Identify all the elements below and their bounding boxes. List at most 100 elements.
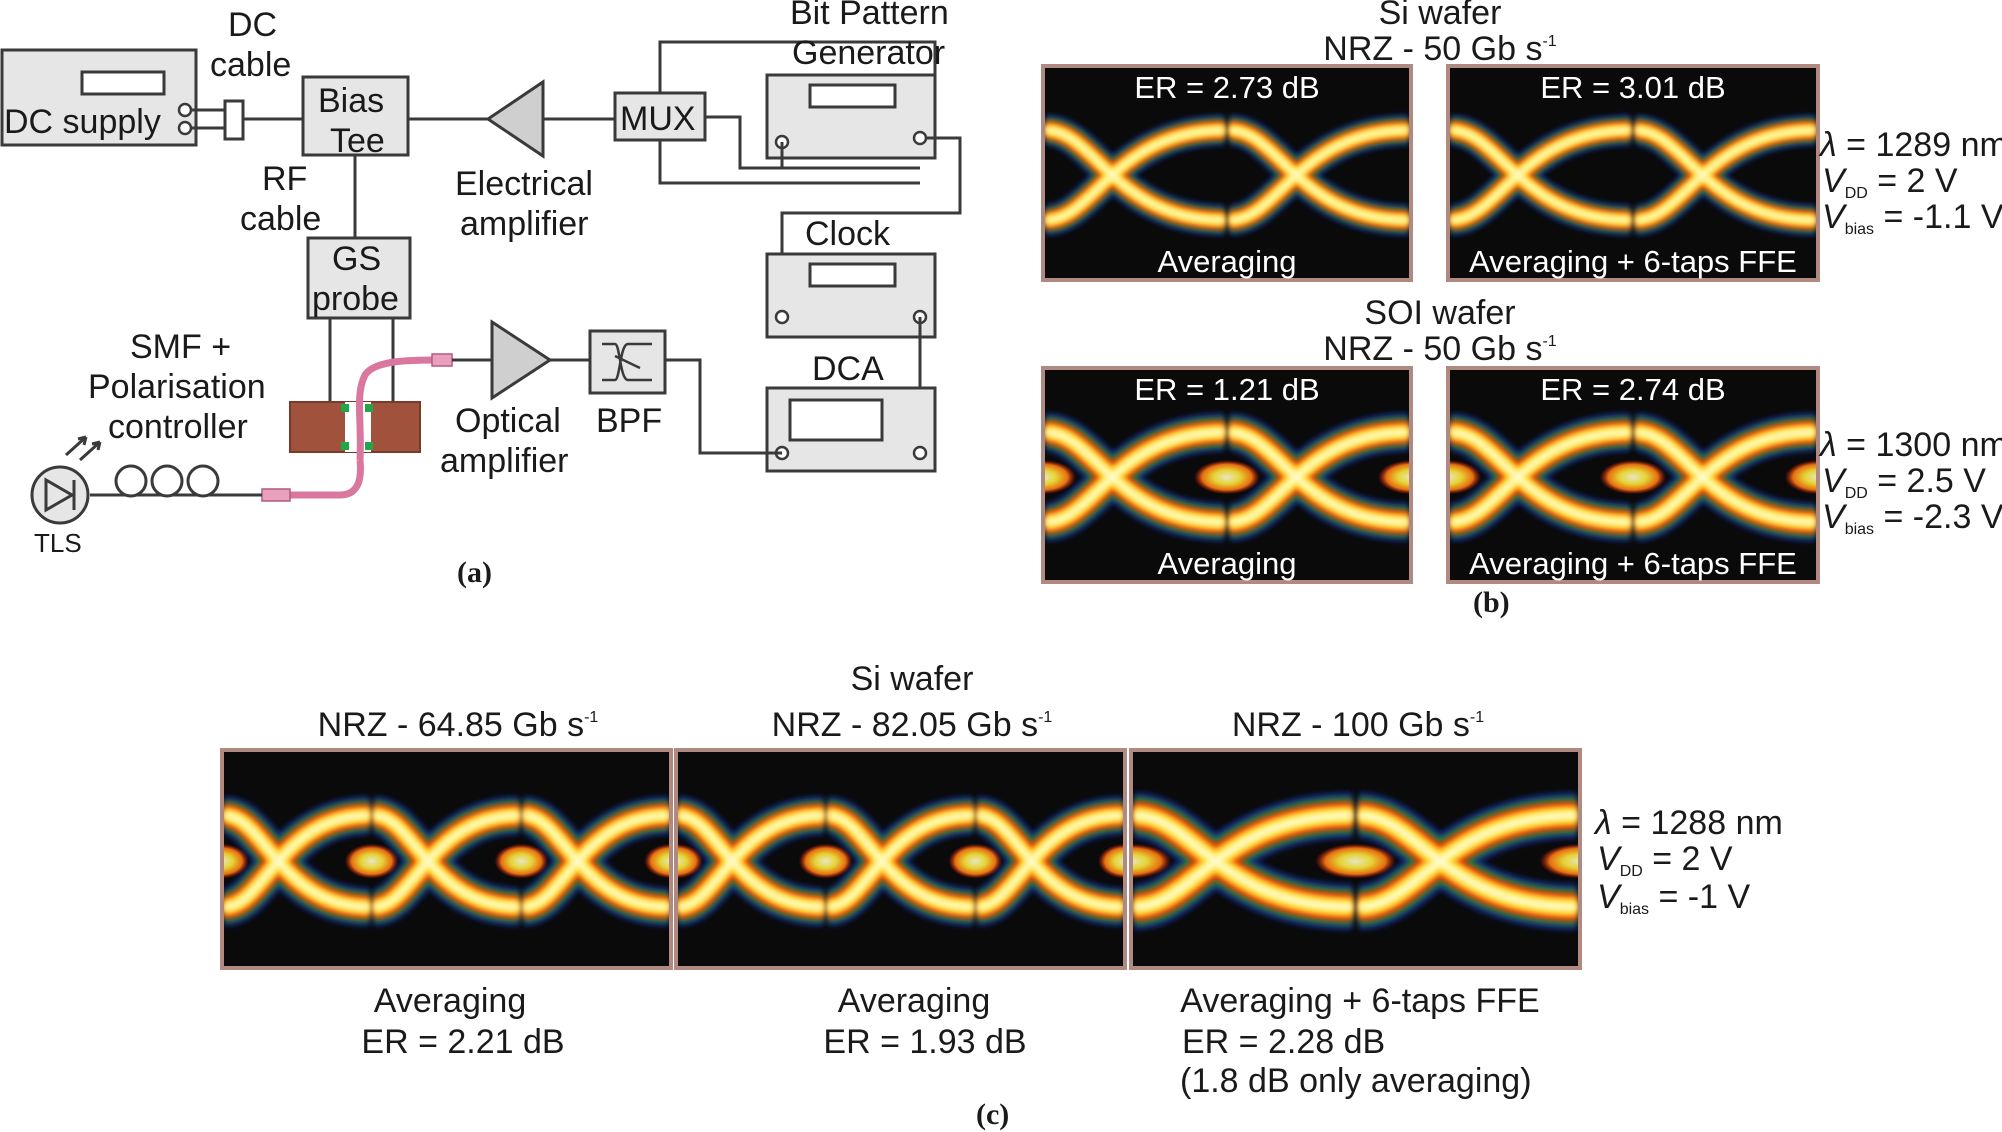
chip-pad-3 [341,442,349,450]
svg-text:Vbias = -2.3 V: Vbias = -2.3 V [1822,498,2002,538]
bias-tee-box [301,75,410,157]
svg-text:λ = 1289 nm: λ = 1289 nm [1818,126,2002,164]
dc-cable-label-1: DC [228,6,277,44]
polarisation-loop-1 [114,464,148,498]
bpf-to-dca-wire [665,358,782,455]
panel-c-eye-diagrams: Si wafer NRZ - 64.85 Gb s-1 NRZ - 82.05 … [220,660,1783,1131]
dc-terminal-2 [177,120,193,136]
dc-cable-connector [223,99,245,141]
panel-c-note-3: (1.8 dB only averaging) [1180,1062,1532,1100]
mux-right-link [705,115,920,170]
panel-c-rate-3: NRZ - 100 Gb s-1 [1232,706,1484,744]
gs-probe-label-1: GS [332,240,381,278]
eye-diagram-100g [1129,748,1582,970]
svg-text:Vbias = -1 V: Vbias = -1 V [1597,878,1750,918]
mux-label: MUX [620,100,696,138]
eye-diagram-soi-ffe: ER = 2.74 dB Averaging + 6-taps FFE [1446,366,1820,584]
eye-er-label: ER = 3.01 dB [1540,70,1725,105]
eye-er-label: ER = 1.21 dB [1134,372,1319,407]
bpg-label-2: Generator [792,34,945,72]
panel-b-row2-rate: NRZ - 50 Gb s-1 [1323,330,1557,368]
electrical-amp-label-1: Electrical [455,165,593,203]
dca-port-2 [912,445,928,461]
svg-text:λ = 1300 nm: λ = 1300 nm [1818,426,2002,464]
optical-amp-label-1: Optical [455,402,561,440]
smf-label-1: SMF + [130,328,231,366]
polarisation-loop-3 [186,464,220,498]
panel-c-params: λ = 1288 nm VDD = 2 V Vbias = -1 V [1593,804,1783,918]
eye-diagram-82g [674,748,1127,970]
eye-er-label: ER = 2.73 dB [1134,70,1319,105]
dc-cable-wires [191,108,225,130]
smf-label-3: controller [108,408,248,446]
dc-supply-box: DC supply [0,48,198,147]
bpf-label: BPF [596,402,662,440]
bpg-display [808,83,897,109]
dc-terminal-1 [177,102,193,118]
panel-b-row2-params: λ = 1300 nm VDD = 2.5 V Vbias = -2.3 V [1818,426,2002,538]
tls-label: TLS [34,528,82,558]
output-fiber-connector [431,353,453,367]
chip-pad-1 [341,404,349,412]
panel-c-rate-1: NRZ - 64.85 Gb s-1 [318,706,599,744]
eye-er-label: ER = 2.74 dB [1540,372,1725,407]
panel-c-rate-2: NRZ - 82.05 Gb s-1 [772,706,1053,744]
eye-method-label: Averaging [1157,546,1296,581]
tls-laser-icon [30,435,102,525]
panel-b-row1-rate: NRZ - 50 Gb s-1 [1323,30,1557,68]
svg-text:VDD = 2.5 V: VDD = 2.5 V [1822,462,1986,502]
input-fiber-bend [290,459,364,499]
bpg-to-clock-wire [780,136,962,317]
gs-probe-box [306,236,412,320]
eye-frame [1129,748,1582,970]
chip-pad-4 [365,442,373,450]
bpg-label-1: Bit Pattern [790,0,949,32]
eye-diagram-soi-avg: ER = 1.21 dB Averaging [1041,366,1413,584]
svg-text:Vbias = -1.1 V: Vbias = -1.1 V [1822,198,2002,238]
eye-frame [674,748,1127,970]
panel-b-row1-wafer: Si wafer [1379,0,1502,32]
panel-c-tag: (c) [976,1098,1009,1131]
chip-pad-2 [365,404,373,412]
eye-diagram-si-avg: ER = 2.73 dB Averaging [1041,64,1413,282]
rf-cable-label-1: RF [262,160,307,198]
panel-b-eye-diagrams: Si wafer NRZ - 50 Gb s-1 ER = 2.73 dB Ave… [1041,0,2002,619]
panel-a-setup-diagram: DC supply DC cable Bias Tee RF cable GS … [0,0,962,589]
dc-cable-label-2: cable [210,46,291,84]
eye-diagram-si-ffe: ER = 3.01 dB Averaging + 6-taps FFE [1446,64,1820,282]
eye-traces [1043,408,1411,547]
eye-method-label: Averaging [1157,244,1296,279]
rf-cable-label-2: cable [240,200,321,238]
electrical-amplifier-icon [485,79,545,159]
clock-label: Clock [805,215,891,253]
eye-method-label: Averaging + 6-taps FFE [1469,546,1797,581]
panel-b-row2-wafer: SOI wafer [1364,294,1515,332]
clock-port-1 [774,309,790,325]
gs-probe-label-2: probe [312,280,399,318]
eye-traces [222,791,671,931]
eye-traces [1131,786,1580,936]
svg-text:VDD = 2 V: VDD = 2 V [1597,840,1733,880]
panel-b-row1-params: λ = 1289 nm VDD = 2 V Vbias = -1.1 V [1818,126,2002,238]
clock-display [808,262,897,288]
mux-top-link [658,40,937,93]
bias-tee-label-1: Bias [318,82,384,120]
panel-c-label-1: Averaging [374,982,527,1020]
eye-frame [1446,366,1820,584]
eye-method-label: Averaging + 6-taps FFE [1469,244,1797,279]
output-fiber [355,356,441,461]
dca-display [788,398,884,442]
eye-diagram-64g [220,748,673,970]
svg-text:VDD = 2 V: VDD = 2 V [1822,162,1958,202]
panel-c-er-2: ER = 1.93 dB [823,1023,1026,1061]
optical-amp-label-2: amplifier [440,442,568,480]
smf-label-2: Polarisation [88,368,266,406]
dc-supply-label: DC supply [4,103,161,141]
panel-c-wafer: Si wafer [851,660,974,698]
eye-traces [1448,408,1818,547]
polarisation-loop-2 [150,464,184,498]
panel-a-tag: (a) [457,556,492,589]
electrical-amp-label-2: amplifier [460,205,588,243]
eye-frame [220,748,673,970]
